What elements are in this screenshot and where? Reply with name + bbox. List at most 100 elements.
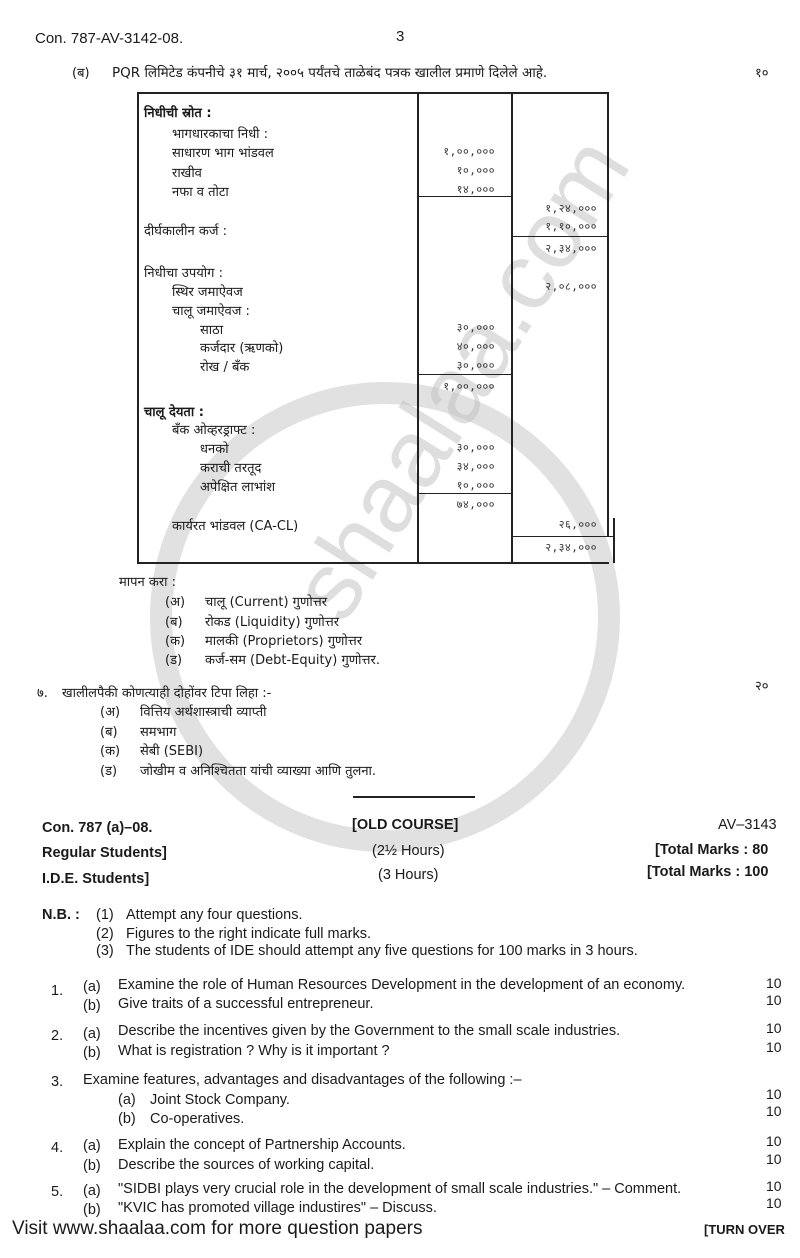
compute-title: मापन करा : <box>119 575 177 590</box>
bs-val-share-capital: १,००,००० <box>443 145 495 158</box>
bs-val-long-term-loan: १,१०,००० <box>545 220 597 233</box>
q2b-text: What is registration ? Why is it importa… <box>118 1043 390 1059</box>
bs-val-creditors: ३०,००० <box>456 441 495 454</box>
ratio-b-text: रोकड (Liquidity) गुणोत्तर <box>205 615 340 630</box>
q4b-marks: 10 <box>766 1151 782 1167</box>
ratio-b-label: (ब) <box>165 615 183 630</box>
q3b-label: (b) <box>118 1111 136 1127</box>
regular-hours: (2½ Hours) <box>372 843 445 859</box>
ratio-d-label: (ड) <box>165 653 183 668</box>
bs-current-liabilities-heading: चालू देयता : <box>144 405 204 420</box>
ide-hours: (3 Hours) <box>378 867 439 883</box>
bs-creditors: धनको <box>200 442 229 457</box>
bs-current-assets: चालू जमाऐवज : <box>172 304 250 319</box>
bs-fixed-assets: स्थिर जमाऐवज <box>172 285 243 300</box>
q1-number: 1. <box>51 983 64 999</box>
q7-number: ७. <box>37 686 48 701</box>
q5a-label: (a) <box>83 1183 101 1199</box>
q7-d-text: जोखीम व अनिश्चितता यांची व्याख्या आणि तु… <box>140 764 377 779</box>
nb-3-text: The students of IDE should attempt any f… <box>126 943 638 959</box>
q5b-marks: 10 <box>766 1195 782 1211</box>
bs-application-heading: निधीचा उपयोग : <box>144 266 223 281</box>
q1b-label: (b) <box>83 998 101 1014</box>
q1a-marks: 10 <box>766 975 782 991</box>
q1a-text: Examine the role of Human Resources Deve… <box>118 977 686 993</box>
bs-debtors: कर्जदार (ऋणको) <box>200 341 284 356</box>
regular-total-marks: [Total Marks : 80 <box>655 842 769 858</box>
q2-number: 2. <box>51 1028 64 1044</box>
q2a-label: (a) <box>83 1026 101 1042</box>
q1a-label: (a) <box>83 979 101 995</box>
q6b-text: PQR लिमिटेड कंपनीचे ३१ मार्च, २००५ पर्यं… <box>112 65 548 81</box>
bs-val-fixed-assets: २,०८,००० <box>545 280 597 293</box>
q7-text: खालीलपैकी कोणत्याही दोहोंवर टिपा लिहा :- <box>62 686 272 701</box>
header-code: Con. 787-AV-3142-08. <box>35 30 184 47</box>
q7-b-label: (ब) <box>100 725 118 740</box>
nb-label: N.B. : <box>42 907 80 923</box>
q5b-label: (b) <box>83 1202 101 1218</box>
q7-c-text: सेबी (SEBI) <box>140 744 204 759</box>
bs-val-debtors: ४०,००० <box>456 340 495 353</box>
regular-students: Regular Students] <box>42 845 167 861</box>
page-number: 3 <box>396 28 405 45</box>
bs-val-sh-fund-total: १,२४,००० <box>545 202 597 215</box>
section-divider <box>353 796 475 798</box>
nb-3-num: (3) <box>96 943 114 959</box>
q3b-marks: 10 <box>766 1103 782 1119</box>
bs-sources-heading: निधीची स्रोत : <box>144 106 212 121</box>
bs-val-cl-total: ७४,००० <box>456 498 495 511</box>
ide-students: I.D.E. Students] <box>42 871 150 887</box>
q1b-marks: 10 <box>766 992 782 1008</box>
ratio-c-text: मालकी (Proprietors) गुणोत्तर <box>205 634 363 649</box>
paper2-code: Con. 787 (a)–08. <box>42 820 153 836</box>
bs-val-application-total: २,३४,००० <box>545 541 597 554</box>
q3-intro: Examine features, advantages and disadva… <box>83 1072 522 1088</box>
q4b-label: (b) <box>83 1158 101 1174</box>
bs-stock: साठा <box>200 323 224 338</box>
q3a-label: (a) <box>118 1092 136 1108</box>
turn-over-label: [TURN OVER <box>704 1222 785 1237</box>
paper2-av-code: AV–3143 <box>718 817 777 833</box>
q1b-text: Give traits of a successful entrepreneur… <box>118 996 374 1012</box>
bs-val-stock: ३०,००० <box>456 321 495 334</box>
ratio-a-label: (अ) <box>165 595 186 610</box>
q6b-label: (ब) <box>72 66 90 81</box>
q2a-marks: 10 <box>766 1020 782 1036</box>
bs-working-capital: कार्यरत भांडवल (CA-CL) <box>172 519 299 534</box>
bs-share-capital: साधारण भाग भांडवल <box>172 146 274 161</box>
nb-2-text: Figures to the right indicate full marks… <box>126 926 371 942</box>
q5b-text: "KVIC has promoted village industires" –… <box>118 1200 437 1216</box>
q7-c-label: (क) <box>100 744 121 759</box>
ide-total-marks: [Total Marks : 100 <box>647 864 769 880</box>
bs-reserves: राखीव <box>172 166 202 181</box>
bs-proposed-dividend: अपेक्षित लाभांश <box>200 480 276 495</box>
ratio-d-text: कर्ज-सम (Debt-Equity) गुणोत्तर. <box>205 653 380 668</box>
nb-1-num: (1) <box>96 907 114 923</box>
bs-bank-overdraft: बँक ओव्हरड्राफ्ट : <box>172 423 256 438</box>
bs-cash-bank: रोख / बँक <box>200 360 250 375</box>
q4-number: 4. <box>51 1140 64 1156</box>
bs-shareholders-fund: भागधारकाचा निधी : <box>172 127 269 142</box>
bs-val-proposed-dividend: १०,००० <box>456 479 495 492</box>
bs-val-reserves: १०,००० <box>456 164 495 177</box>
nb-1-text: Attempt any four questions. <box>126 907 303 923</box>
bs-profit-loss: नफा व तोटा <box>172 185 229 200</box>
bs-tax-provision: कराची तरतूद <box>200 461 262 476</box>
q5a-marks: 10 <box>766 1178 782 1194</box>
q2b-label: (b) <box>83 1045 101 1061</box>
q7-a-label: (अ) <box>100 705 121 720</box>
bs-val-cash-bank: ३०,००० <box>456 359 495 372</box>
q7-d-label: (ड) <box>100 764 118 779</box>
q7-a-text: वित्तिय अर्थशास्त्राची व्याप्ती <box>140 705 267 720</box>
q6b-marks: १० <box>755 66 769 81</box>
q4a-text: Explain the concept of Partnership Accou… <box>118 1137 406 1153</box>
q4a-marks: 10 <box>766 1133 782 1149</box>
ratio-c-label: (क) <box>165 634 186 649</box>
ratio-a-text: चालू (Current) गुणोत्तर <box>205 595 328 610</box>
footer-visit-link[interactable]: Visit www.shaalaa.com for more question … <box>12 1218 423 1239</box>
bs-long-term-loan: दीर्घकालीन कर्ज : <box>144 224 227 239</box>
q4b-text: Describe the sources of working capital. <box>118 1157 375 1173</box>
q4a-label: (a) <box>83 1138 101 1154</box>
q3a-text: Joint Stock Company. <box>150 1092 290 1108</box>
paper2-course: [OLD COURSE] <box>352 817 459 833</box>
